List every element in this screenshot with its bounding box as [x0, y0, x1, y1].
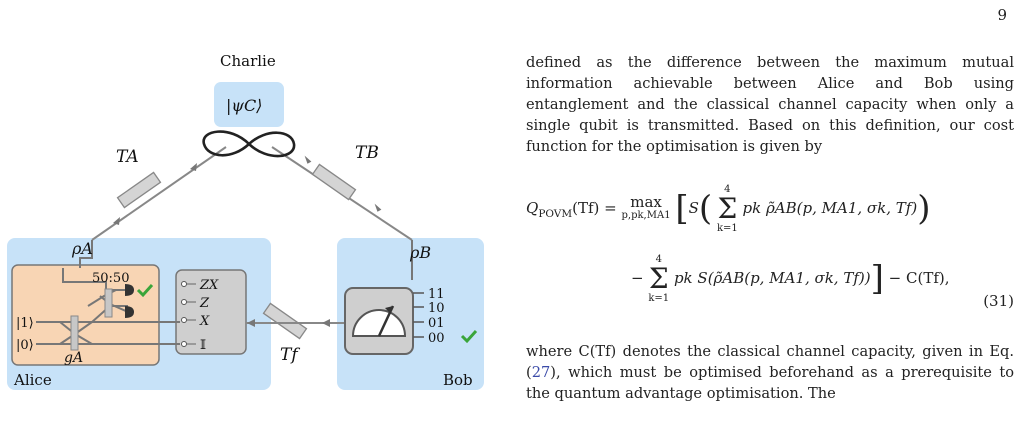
eq-sum-bot: k=1: [716, 223, 738, 234]
setup-figure: Charlie |ψC⟩ TA TB ρA ρB 50:50 |1⟩ |0⟩ g…: [7, 52, 484, 390]
check-icon-bob: [460, 329, 478, 344]
eq-max: max: [630, 193, 662, 211]
charlie-label: Charlie: [220, 52, 276, 70]
operation-list: [181, 281, 196, 345]
tf-label: Tf: [280, 345, 300, 365]
text-column: defined as the difference between the ma…: [526, 52, 1014, 404]
outcome-11: 11: [428, 287, 445, 302]
rho-b-label: ρB: [409, 243, 431, 262]
paragraph-1: defined as the difference between the ma…: [526, 54, 1014, 155]
eq-term1: pk ρ̃AB(p, MA1, σk, Tf): [742, 199, 918, 217]
ket-zero-label: |0⟩: [16, 338, 34, 353]
eq-s1: S: [688, 199, 699, 217]
outcome-01: 01: [428, 316, 445, 331]
paragraph-2-start: where C(Tf) denotes the classical channe…: [526, 343, 1014, 381]
eq-lhs-arg: (Tf) =: [572, 199, 622, 217]
beam-splitter-ta: [116, 171, 162, 209]
charlie-state: |ψC⟩: [226, 96, 262, 115]
bob-label: Bob: [443, 371, 473, 389]
ta-label: TA: [116, 147, 139, 167]
rho-a-label: ρA: [71, 239, 93, 258]
operation-identity: 𝕀: [200, 338, 206, 353]
operations-box: [175, 269, 247, 355]
beam-splitter-tb: [311, 163, 357, 201]
eq-sum-top: 4: [724, 184, 731, 195]
charlie-box: [214, 82, 284, 127]
equation-number: (31): [983, 292, 1014, 310]
eq-max-sub: p,pk,MA1: [621, 210, 671, 221]
ket-one-label: |1⟩: [16, 316, 34, 331]
page-number: 9: [997, 6, 1007, 24]
eq-lhs-sub: POVM: [538, 208, 573, 220]
splitter-label: 50:50: [92, 271, 129, 286]
paragraph-2: where C(Tf) denotes the classical channe…: [526, 341, 1014, 404]
check-icon-alice: [136, 283, 154, 298]
eq-tail: − C(Tf),: [888, 269, 950, 287]
operation-zx: ZX: [199, 278, 219, 293]
operation-z: Z: [199, 296, 210, 311]
operation-x: X: [199, 314, 210, 329]
eq-lhs: Q: [526, 199, 539, 217]
eq-sum-top-2: 4: [655, 254, 662, 265]
ga-label: gA: [64, 350, 83, 366]
outcome-10: 10: [428, 301, 445, 316]
equation-ref-link[interactable]: 27: [531, 364, 551, 381]
beam-splitter-tf: [262, 302, 308, 340]
detector-bottom-icon: [125, 306, 134, 318]
tb-label: TB: [355, 143, 379, 163]
outcome-00: 00: [428, 331, 445, 346]
alice-inner-box: [11, 264, 160, 366]
detector-top-icon: [125, 284, 134, 296]
alice-label: Alice: [13, 371, 52, 389]
paragraph-2-end: ), which must be optimised beforehand as…: [526, 364, 1014, 402]
entanglement-icon: [202, 130, 296, 158]
eq-term2: pk S(ρ̃AB(p, MA1, σk, Tf)): [673, 269, 871, 287]
eq-sum-bot-2: k=1: [648, 293, 670, 304]
